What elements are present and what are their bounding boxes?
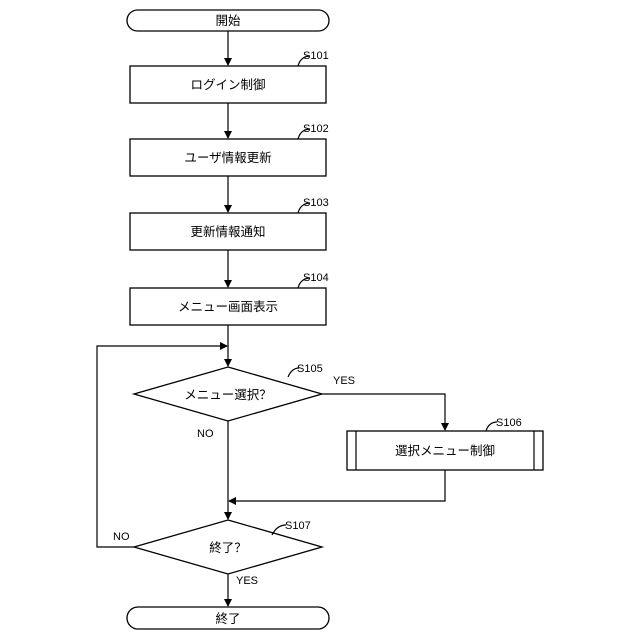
step-id-s105: S105 bbox=[297, 363, 323, 375]
decision-s107: 終了？ S107 bbox=[134, 520, 322, 574]
step-id-s106: S106 bbox=[496, 417, 522, 429]
step-id-s107: S107 bbox=[285, 520, 311, 532]
process-step-s101: ログイン制御 S101 bbox=[130, 50, 329, 103]
step-label-s103: 更新情報通知 bbox=[190, 224, 265, 239]
decision-s105: メニュー選択？ S105 bbox=[134, 363, 323, 421]
connector-s105-s106 bbox=[322, 394, 445, 430]
branch-yes-s105: YES bbox=[333, 375, 355, 387]
step-id-s101: S101 bbox=[303, 50, 329, 62]
process-step-s103: 更新情報通知 S103 bbox=[130, 197, 329, 250]
start-terminal: 開始 bbox=[127, 10, 329, 31]
step-label-s101: ログイン制御 bbox=[190, 77, 265, 92]
decision-label-s107: 終了？ bbox=[209, 540, 247, 555]
step-id-s104: S104 bbox=[303, 272, 329, 284]
branch-no-s107: NO bbox=[113, 531, 130, 543]
decision-label-s105: メニュー選択？ bbox=[184, 387, 272, 402]
branch-yes-s107: YES bbox=[236, 575, 258, 587]
step-label-s104: メニュー画面表示 bbox=[178, 299, 278, 314]
step-label-s106: 選択メニュー制御 bbox=[395, 443, 495, 458]
end-label: 終了 bbox=[215, 611, 240, 626]
step-id-s103: S103 bbox=[303, 197, 329, 209]
step-label-s102: ユーザ情報更新 bbox=[184, 150, 271, 165]
end-terminal: 終了 bbox=[127, 607, 329, 629]
start-label: 開始 bbox=[215, 13, 241, 28]
branch-no-s105: NO bbox=[197, 428, 214, 440]
step-id-s102: S102 bbox=[303, 123, 329, 135]
process-step-s104: メニュー画面表示 S104 bbox=[130, 272, 329, 325]
connector-s106-merge bbox=[229, 470, 445, 501]
process-step-s102: ユーザ情報更新 S102 bbox=[130, 123, 329, 176]
